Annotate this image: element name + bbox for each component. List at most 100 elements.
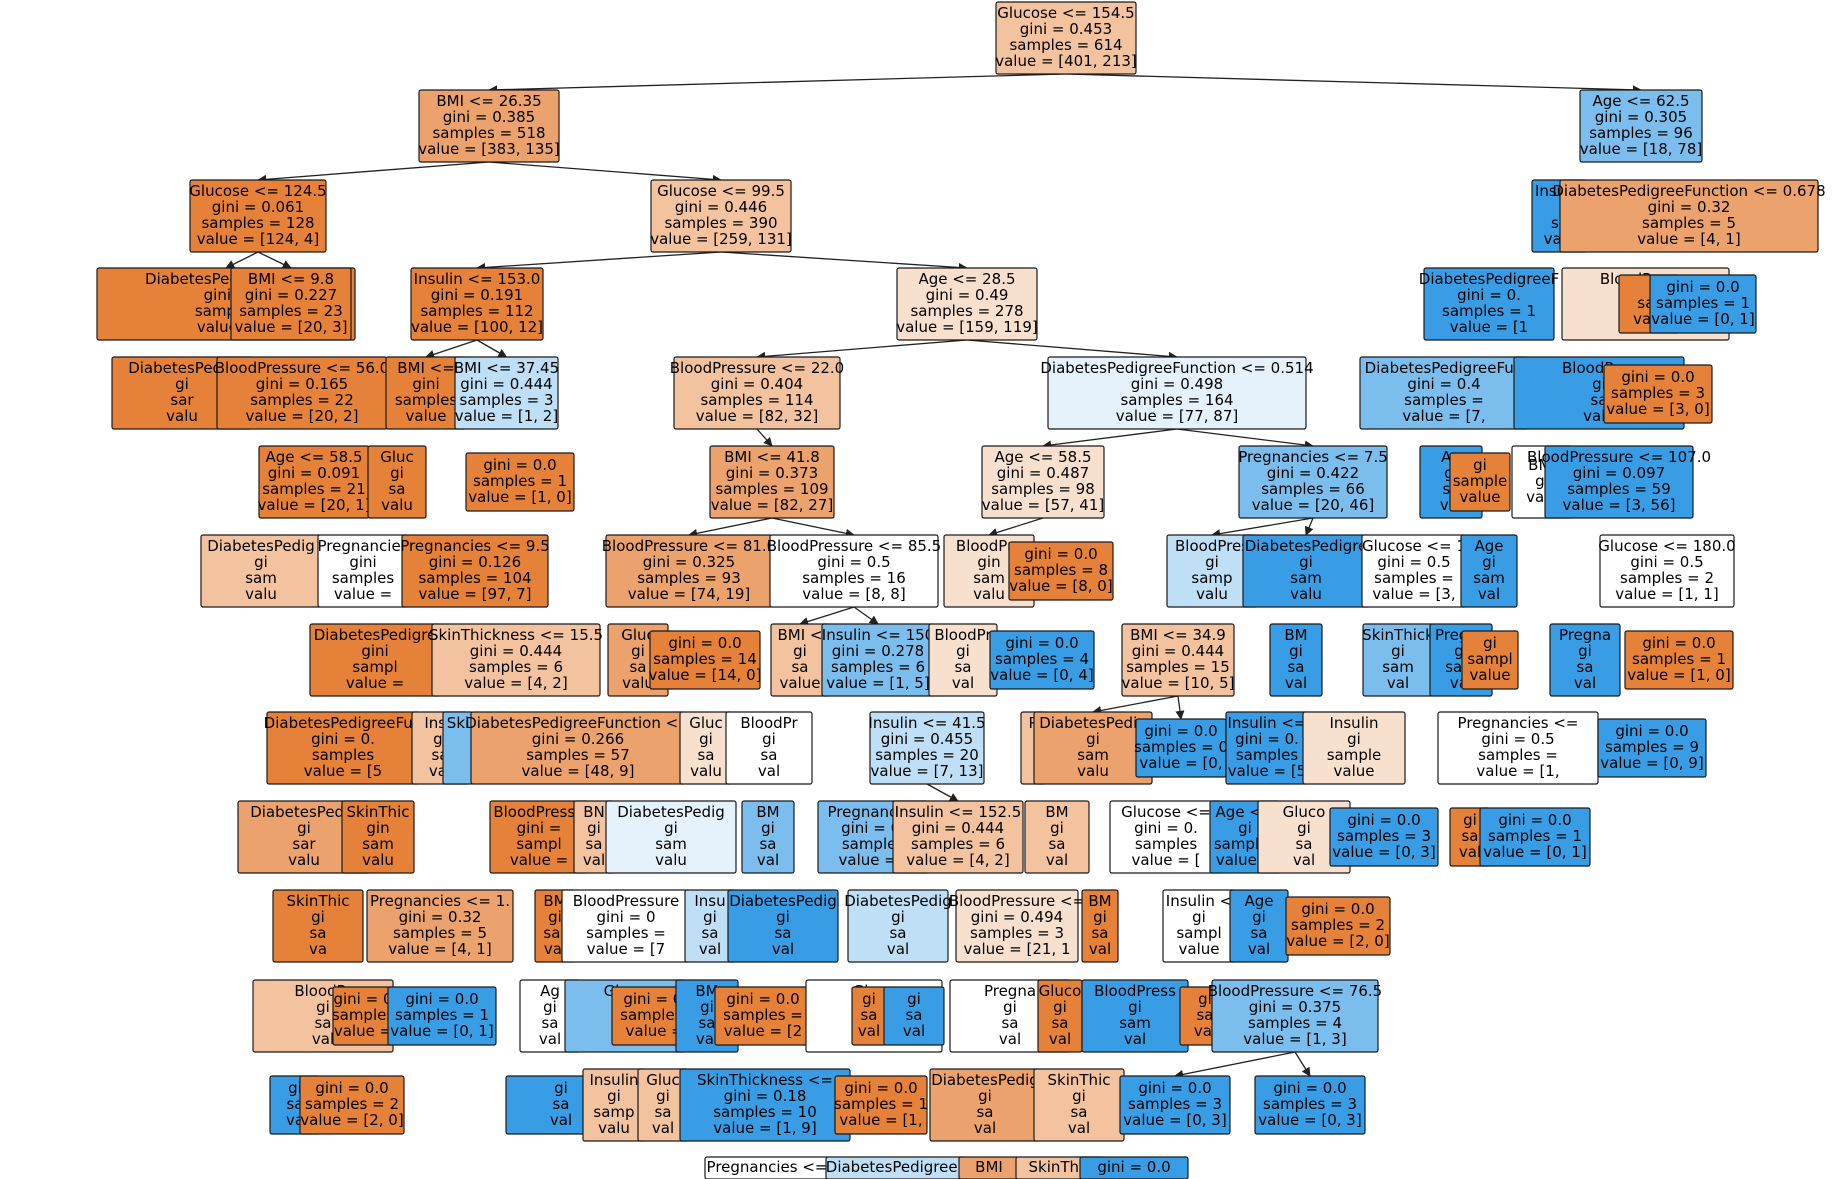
tree-node-text: value = [100, 12]: [411, 318, 543, 336]
tree-node-text: gi: [316, 998, 330, 1016]
tree-node-box: [869, 711, 985, 785]
tree-node-box: [727, 889, 839, 963]
tree-node-box: [454, 356, 559, 430]
tree-node-text: value = [383, 135]: [418, 140, 560, 158]
tree-node-text: SkinThick: [1362, 626, 1434, 644]
tree-node-text: val: [974, 1119, 996, 1137]
tree-node-text: SkinThickness <=: [697, 1071, 833, 1089]
tree-node-text: value: [1460, 488, 1501, 506]
tree-node-text: value = [97, 7]: [419, 585, 532, 603]
tree-node-text: DiabetesPedigreeF: [826, 1158, 966, 1176]
tree-node-text: gi: [862, 990, 876, 1008]
tree-node-text: BloodPressure <=: [949, 892, 1085, 910]
tree-node-text: Pregnancies <= 7.5: [1238, 448, 1388, 466]
tree-node-text: gini = 0.0: [1273, 1079, 1346, 1097]
tree-node-text: sam: [973, 569, 1005, 587]
tree-node-text: Insulin: [1329, 714, 1378, 732]
tree-node-text: valu: [655, 851, 687, 869]
tree-node-text: BloodPress: [1094, 982, 1176, 1000]
tree-node-text: value = [159, 119]: [896, 318, 1038, 336]
tree-node-text: value = [4, 1]: [1637, 230, 1740, 248]
tree-node-box: [989, 630, 1095, 690]
tree-node-box: [1121, 623, 1235, 697]
tree-node-text: gi: [699, 730, 713, 748]
tree-node-text: gi: [1053, 998, 1067, 1016]
tree-node-text: gini = 0.0: [1024, 545, 1097, 563]
tree-node-box: [1079, 1156, 1189, 1179]
tree-node-text: gi: [297, 819, 311, 837]
tree-node-text: gi: [656, 1087, 670, 1105]
tree-node-text: samples = 20: [875, 746, 979, 764]
tree-node-box: [1559, 179, 1819, 253]
tree-node-text: sa: [309, 924, 326, 942]
tree-node-text: val: [1574, 674, 1596, 692]
tree-node-text: samples = 128: [201, 214, 314, 232]
tree-node-text: Gluco: [1039, 982, 1082, 1000]
tree-node-text: BloodPr: [740, 714, 798, 732]
tree-node-box: [387, 986, 497, 1046]
tree-node-text: Glucose <= 154.5: [997, 4, 1134, 22]
tree-node-text: valu: [1196, 585, 1228, 603]
tree-node-text: samples = 114: [700, 391, 813, 409]
tree-edge: [1042, 428, 1178, 450]
tree-node-text: samples = 5: [393, 924, 487, 942]
tree-node-text: value = [8, 0]: [1009, 577, 1112, 595]
tree-node-text: val: [903, 1022, 925, 1040]
tree-node-text: gini = 0.097: [1573, 464, 1665, 482]
tree-node-text: BloodPre: [956, 537, 1022, 555]
tree-node-text: samples = 278: [910, 302, 1023, 320]
tree-node-text: value = [124, 4]: [197, 230, 320, 248]
tree-node-text: samples = 4: [995, 650, 1089, 668]
tree-node-text: SkinThic: [1048, 1071, 1111, 1089]
tree-node-text: value = [1: [1450, 318, 1528, 336]
tree-node-text: gi: [1093, 908, 1107, 926]
tree-node-text: gini = 0.494: [971, 908, 1063, 926]
tree-node-text: Age <= 62.5: [1592, 92, 1689, 110]
tree-node-text: gini = 0.305: [1595, 108, 1687, 126]
tree-node-text: value = [1, 3]: [1243, 1030, 1346, 1048]
tree-node-text: gini: [412, 375, 439, 393]
tree-edge: [926, 783, 959, 802]
tree-node: DiabetesPedigreeFunction <=gini = 0.266s…: [465, 711, 691, 785]
tree-node-text: value = [3, 56]: [1563, 496, 1676, 514]
tree-node-text: samples = 57: [526, 746, 630, 764]
tree-node-box: [995, 1, 1137, 75]
tree-node-box: [1460, 534, 1518, 608]
tree-node-text: valu: [288, 851, 320, 869]
tree-node-text: val: [1293, 851, 1315, 869]
tree-node-text: valu: [1290, 585, 1322, 603]
tree-node-text: sa: [889, 924, 906, 942]
tree-node-text: Pregna: [1559, 626, 1611, 644]
tree-node-text: gini = 0.444: [460, 375, 552, 393]
tree-node-text: SkinThickness <= 15.5: [429, 626, 603, 644]
tree-node-text: gini = 0.18: [724, 1087, 807, 1105]
tree-node-text: samples = 22: [250, 391, 354, 409]
tree-node-text: valu: [973, 585, 1005, 603]
tree-node-text: gini = 0.444: [1132, 642, 1224, 660]
tree-node-text: sa: [1048, 835, 1065, 853]
tree-node-text: val: [758, 762, 780, 780]
tree-node-text: samples = 390: [664, 214, 777, 232]
tree-edge: [988, 517, 1044, 537]
tree-node-text: value = [1, 0]: [1627, 666, 1730, 684]
tree-node-text: valu: [1077, 762, 1109, 780]
tree-node-text: gi: [907, 990, 921, 1008]
tree-node-text: Insulin <= 153.0: [414, 270, 541, 288]
tree-node-text: BMI <= 34.9: [1130, 626, 1226, 644]
tree-node-text: gini = 0.227: [245, 286, 337, 304]
tree-edge: [1294, 1051, 1311, 1077]
tree-node-text: sam: [1077, 746, 1109, 764]
tree-node-text: gi: [254, 553, 268, 571]
tree-node-text: gini = 0.0: [668, 634, 741, 652]
